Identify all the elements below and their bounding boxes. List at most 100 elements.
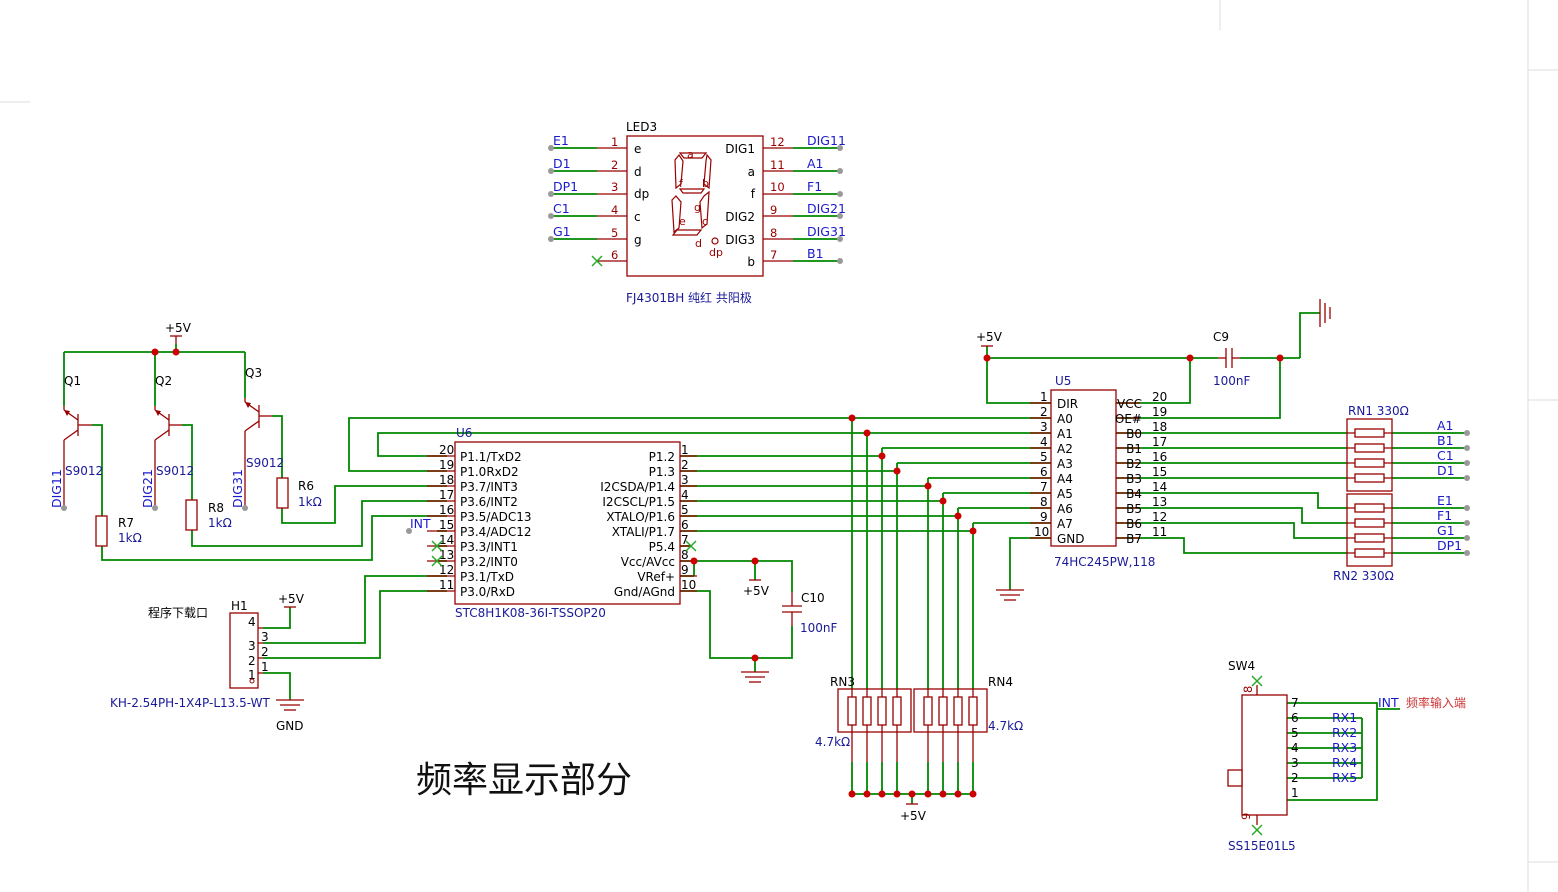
svg-text:B0: B0 (1126, 427, 1142, 441)
svg-text:DIG11: DIG11 (807, 133, 846, 148)
svg-text:SW4: SW4 (1228, 659, 1255, 673)
resistor-network-rn2[interactable]: RN2 330Ω (1333, 493, 1394, 583)
svg-text:9: 9 (1040, 510, 1048, 524)
svg-text:10: 10 (1034, 525, 1049, 539)
resistor-network-rn1[interactable]: RN1 330Ω (1346, 404, 1409, 492)
svg-text:9: 9 (1239, 813, 1253, 820)
svg-text:P3.6/INT2: P3.6/INT2 (460, 495, 518, 509)
svg-text:P1.2: P1.2 (649, 450, 675, 464)
svg-text:4: 4 (1040, 435, 1048, 449)
header-h1[interactable]: 4 3 2 1 3 2 1 H1 KH-2.54PH-1X4P-L13.5-WT… (110, 599, 270, 710)
svg-text:100nF: 100nF (800, 621, 838, 635)
svg-text:I2CSCL/P1.5: I2CSCL/P1.5 (602, 495, 675, 509)
svg-text:P3.0/RxD: P3.0/RxD (460, 585, 515, 599)
led3-seven-segment-display[interactable]: LED3 FJ4301BH 纯红 共阳极 1 2 3 4 5 6 e d dp … (591, 120, 793, 305)
svg-text:B6: B6 (1126, 517, 1142, 531)
svg-text:F1: F1 (807, 179, 822, 194)
svg-text:RX4: RX4 (1332, 755, 1357, 770)
svg-text:B4: B4 (1126, 487, 1142, 501)
svg-text:20: 20 (439, 443, 454, 457)
svg-text:8: 8 (1241, 686, 1255, 693)
svg-text:D1: D1 (553, 156, 571, 171)
resistor-network-rn4[interactable]: RN4 4.7kΩ (913, 675, 1023, 762)
svg-text:2: 2 (611, 158, 618, 172)
svg-text:DP1: DP1 (553, 179, 578, 194)
svg-text:15: 15 (439, 518, 454, 532)
svg-text:DIG31: DIG31 (807, 224, 846, 239)
ground-icon (996, 589, 1024, 601)
svg-text:f: f (751, 187, 756, 201)
svg-text:C10: C10 (801, 591, 825, 605)
resistor-r8[interactable]: R8 1kΩ (185, 499, 232, 531)
freq-input-label: 频率输入端 (1406, 695, 1466, 710)
svg-text:18: 18 (1152, 420, 1167, 434)
svg-text:RN4: RN4 (988, 675, 1013, 689)
no-connect-icon (431, 540, 697, 567)
svg-text:1: 1 (681, 443, 689, 457)
svg-text:A6: A6 (1057, 502, 1073, 516)
svg-text:B1: B1 (1126, 442, 1142, 456)
svg-text:6: 6 (681, 518, 689, 532)
svg-text:RX3: RX3 (1332, 740, 1357, 755)
resistor-network-rn3[interactable]: RN3 4.7kΩ (815, 675, 912, 762)
svg-text:B1: B1 (1437, 433, 1454, 448)
svg-text:P1.0RxD2: P1.0RxD2 (460, 465, 519, 479)
svg-text:11: 11 (770, 158, 785, 172)
svg-text:S9012: S9012 (246, 456, 284, 470)
svg-text:12: 12 (439, 563, 454, 577)
u6-mcu[interactable]: U6 STC8H1K08-36I-TSSOP20 20 19 18 17 16 … (406, 426, 697, 620)
svg-text:8: 8 (681, 548, 689, 562)
svg-text:18: 18 (439, 473, 454, 487)
download-port-label: 程序下载口 (148, 605, 208, 620)
svg-text:GND: GND (1057, 532, 1085, 546)
led3-left-pins: 1 2 3 4 5 6 e d dp c g (597, 135, 649, 262)
svg-text:10: 10 (681, 578, 696, 592)
svg-text:A7: A7 (1057, 517, 1073, 531)
capacitor-c9[interactable]: C9 100nF (1213, 330, 1251, 388)
svg-text:4.7kΩ: 4.7kΩ (815, 735, 850, 749)
svg-text:R6: R6 (298, 479, 314, 493)
transistor-q1[interactable]: Q1 S9012 DIG11 (49, 374, 103, 511)
svg-text:a: a (748, 165, 755, 179)
svg-text:B2: B2 (1126, 457, 1142, 471)
svg-text:DIG1: DIG1 (725, 142, 755, 156)
svg-text:17: 17 (439, 488, 454, 502)
svg-text:6: 6 (1291, 711, 1299, 725)
svg-text:RX1: RX1 (1332, 710, 1357, 725)
svg-text:100nF: 100nF (1213, 374, 1251, 388)
svg-text:D1: D1 (1437, 463, 1455, 478)
svg-text:S9012: S9012 (65, 464, 103, 478)
svg-text:4: 4 (681, 488, 689, 502)
resistor-r6[interactable]: R6 1kΩ (276, 477, 322, 509)
svg-text:15: 15 (1152, 465, 1167, 479)
u5-buffer-ic[interactable]: U5 74HC245PW,118 1 2 3 4 5 6 7 8 9 10 DI… (1030, 374, 1167, 569)
resistor-r7[interactable]: R7 1kΩ (95, 515, 142, 547)
svg-text:+5V: +5V (165, 321, 192, 335)
svg-text:DIG2: DIG2 (725, 210, 755, 224)
svg-text:A1: A1 (1437, 418, 1454, 433)
transistor-q3[interactable]: Q3 S9012 DIG31 (230, 366, 284, 511)
svg-text:7: 7 (1291, 696, 1299, 710)
no-connect-icon (1251, 675, 1263, 836)
vcc-icon: +5V (165, 321, 192, 344)
svg-text:A1: A1 (807, 156, 824, 171)
svg-text:b: b (702, 177, 709, 190)
transistor-q2[interactable]: Q2 S9012 DIG21 (140, 374, 194, 511)
svg-text:H1: H1 (231, 599, 248, 613)
svg-text:G1: G1 (1437, 523, 1455, 538)
svg-text:P3.4/ADC12: P3.4/ADC12 (460, 525, 531, 539)
svg-text:A3: A3 (1057, 457, 1073, 471)
svg-text:GND: GND (276, 719, 304, 733)
svg-text:4: 4 (1291, 741, 1299, 755)
svg-text:U6: U6 (456, 426, 472, 440)
svg-text:6: 6 (1040, 465, 1048, 479)
svg-text:12: 12 (1152, 510, 1167, 524)
u6-left-pins: 20 19 18 17 16 15 14 13 12 11 P1.1/TxD2 … (427, 443, 531, 599)
capacitor-c10[interactable]: C10 100nF (782, 591, 838, 635)
switch-sw4[interactable]: 8 9 7 6 5 4 3 2 1 RX1 RX2 RX3 RX4 RX5 SW… (1227, 659, 1466, 853)
svg-text:DIG21: DIG21 (140, 469, 155, 508)
rn-net-labels: A1 B1 C1 D1 E1 F1 G1 DP1 (1437, 418, 1462, 553)
svg-text:XTALO/P1.6: XTALO/P1.6 (606, 510, 675, 524)
